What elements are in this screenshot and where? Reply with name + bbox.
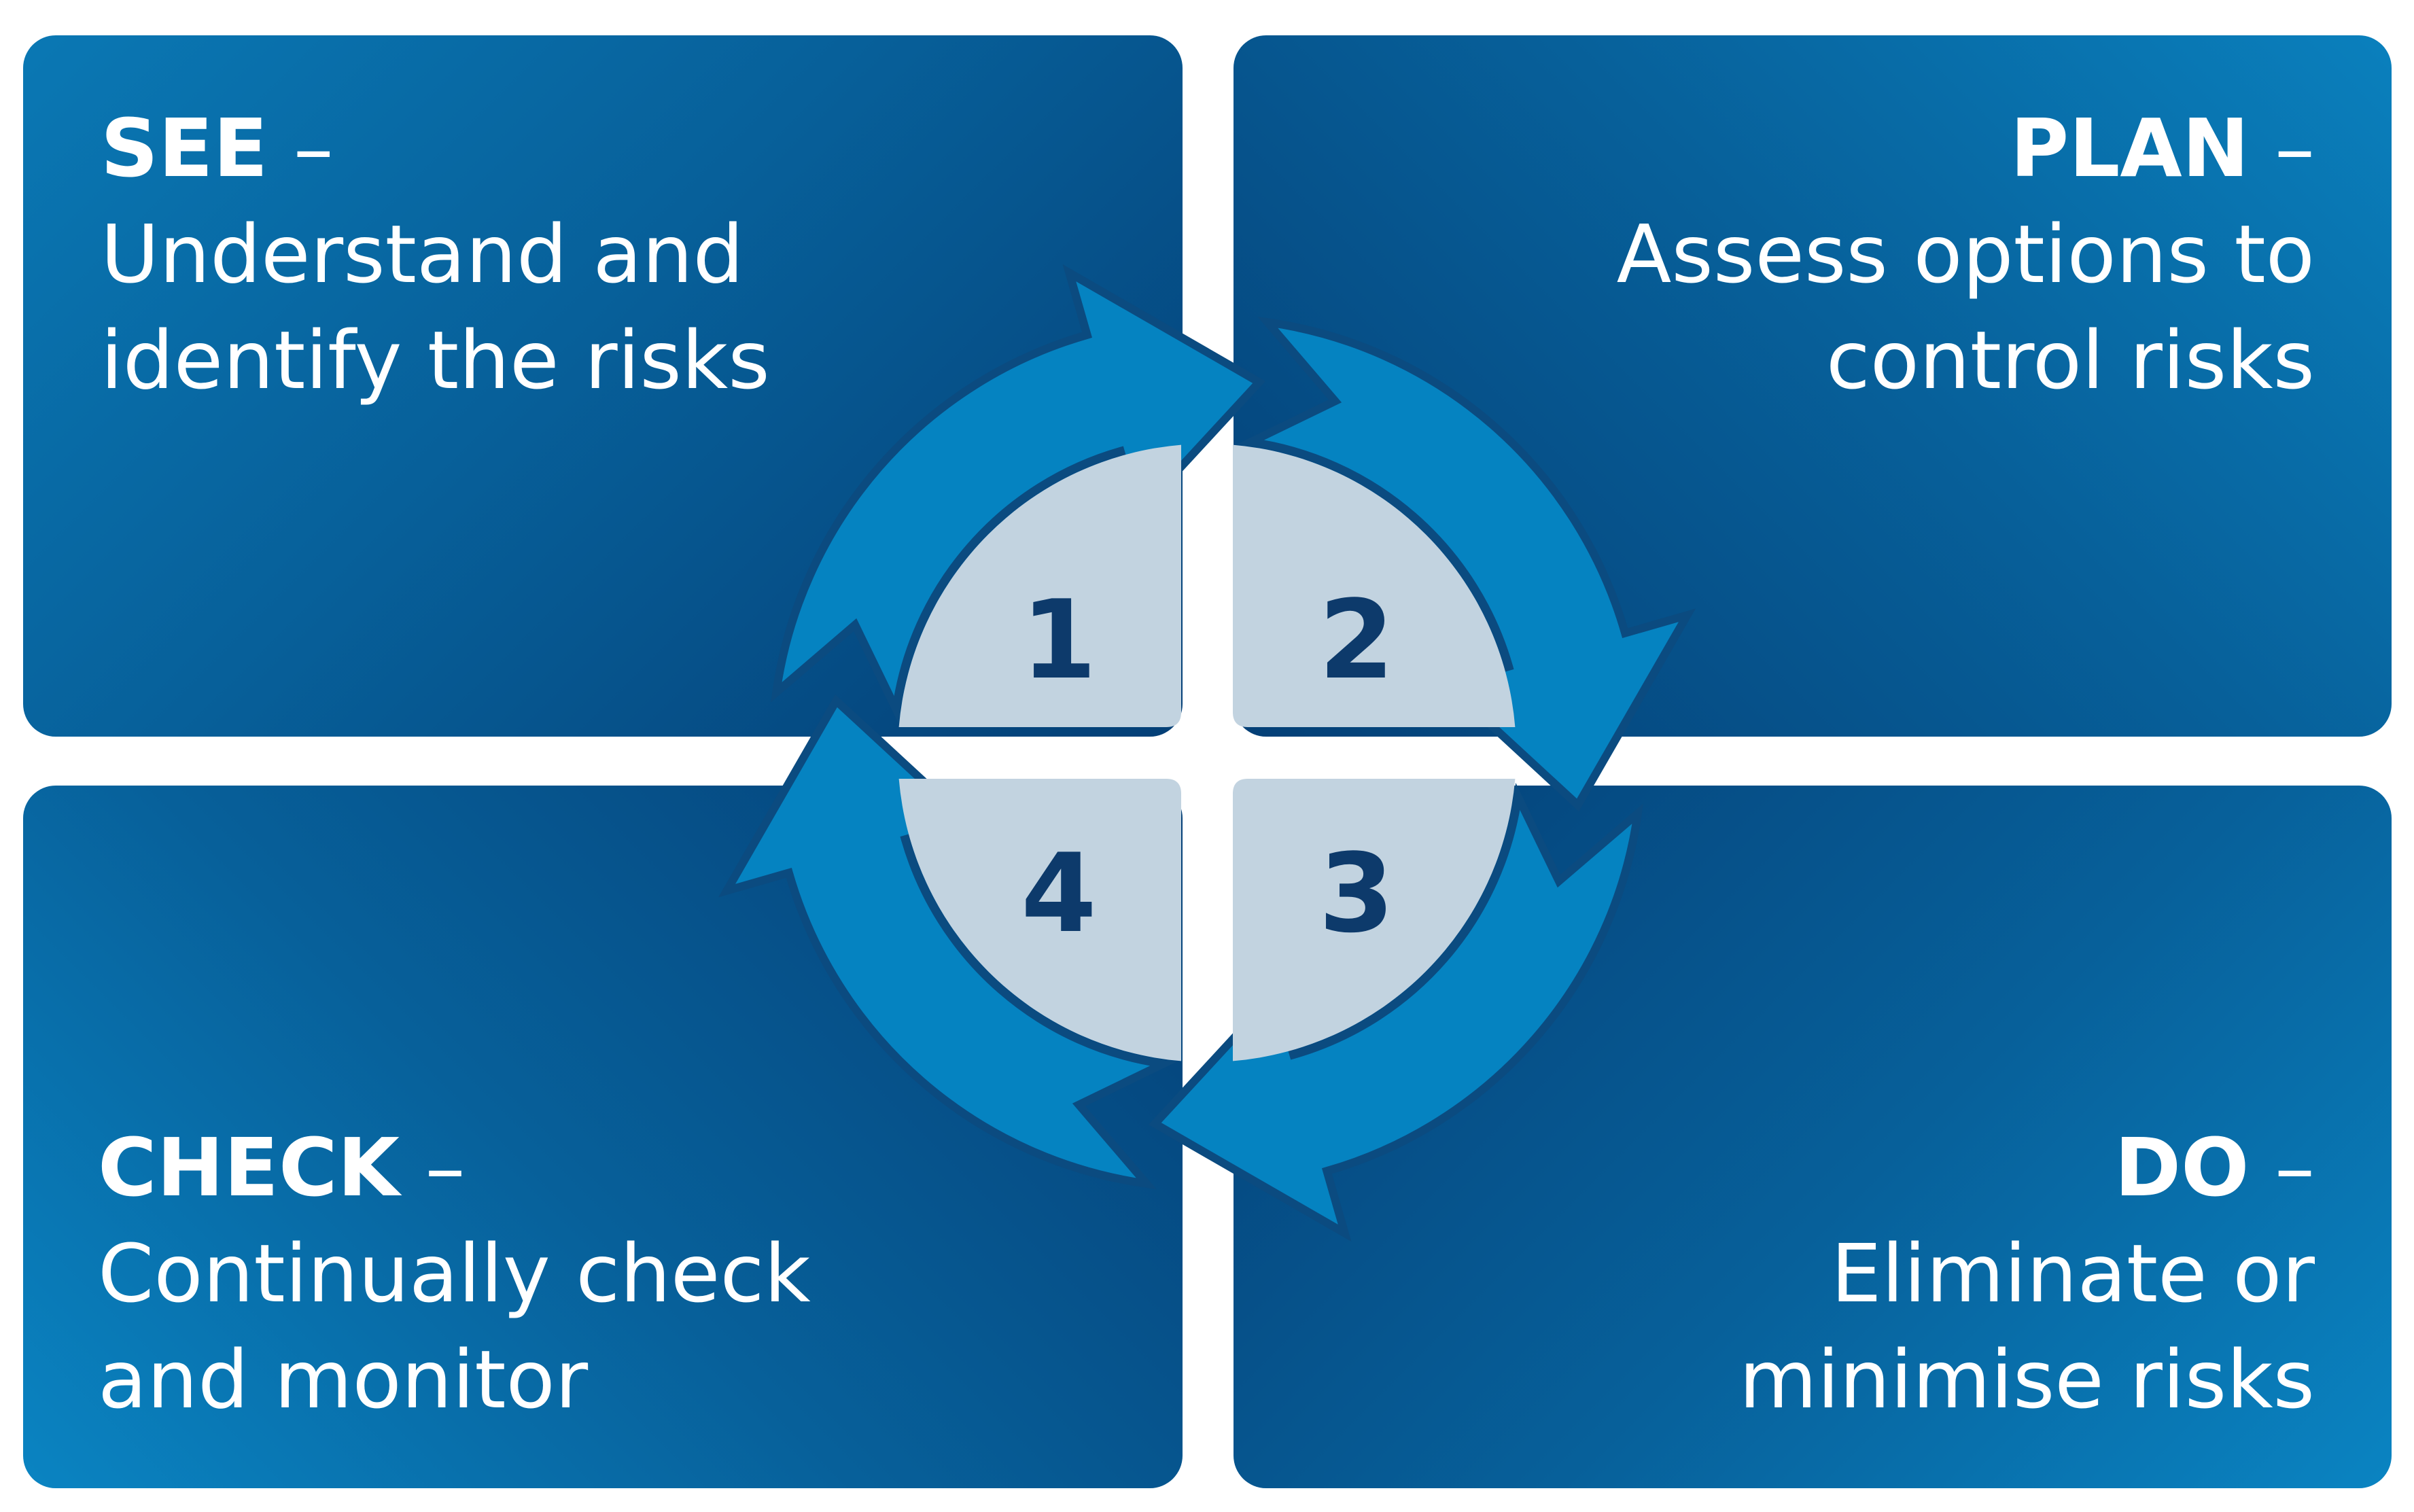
disc-quarter-4	[898, 779, 1181, 1061]
step-number-4: 4	[1021, 830, 1096, 957]
plan-line-2: control risks	[1825, 313, 2315, 407]
arrow-do-to-check	[1148, 782, 1643, 1242]
step-numbers: 1 2 3 4	[1021, 576, 1394, 957]
disc-quarter-1	[898, 444, 1181, 727]
see-line-1: Understand and	[101, 207, 744, 301]
disc-quarter-3	[1233, 779, 1516, 1061]
step-number-3: 3	[1318, 830, 1394, 957]
arrow-plan-to-do	[1236, 317, 1696, 812]
check-line-1: Continually check	[98, 1227, 811, 1320]
do-text: DO – Eliminate or minimise risks	[1739, 1114, 2315, 1432]
see-dash: –	[268, 101, 334, 195]
step-number-1: 1	[1021, 576, 1096, 703]
center-disc	[898, 444, 1516, 1061]
check-heading: CHECK	[98, 1121, 400, 1214]
plan-line-1: Assess options to	[1616, 207, 2315, 301]
do-dash: –	[2249, 1121, 2315, 1214]
do-line-2: minimise risks	[1738, 1333, 2315, 1426]
check-line-2: and monitor	[98, 1333, 589, 1426]
see-line-2: identify the risks	[101, 313, 770, 407]
cycle-arrows	[718, 264, 1696, 1242]
arrow-see-to-plan	[771, 264, 1266, 724]
plan-dash: –	[2249, 101, 2315, 195]
do-heading: DO	[2114, 1121, 2250, 1214]
step-number-2: 2	[1318, 576, 1394, 703]
do-line-1: Eliminate or	[1830, 1227, 2315, 1320]
plan-text: PLAN – Assess options to control risks	[1617, 95, 2315, 413]
disc-quarter-2	[1233, 444, 1516, 727]
see-text: SEE – Understand and identify the risks	[101, 95, 770, 413]
check-dash: –	[400, 1121, 466, 1214]
arrow-check-to-see	[718, 694, 1178, 1189]
plan-heading: PLAN	[2010, 101, 2250, 195]
see-heading: SEE	[101, 101, 268, 195]
check-text: CHECK – Continually check and monitor	[98, 1114, 811, 1432]
